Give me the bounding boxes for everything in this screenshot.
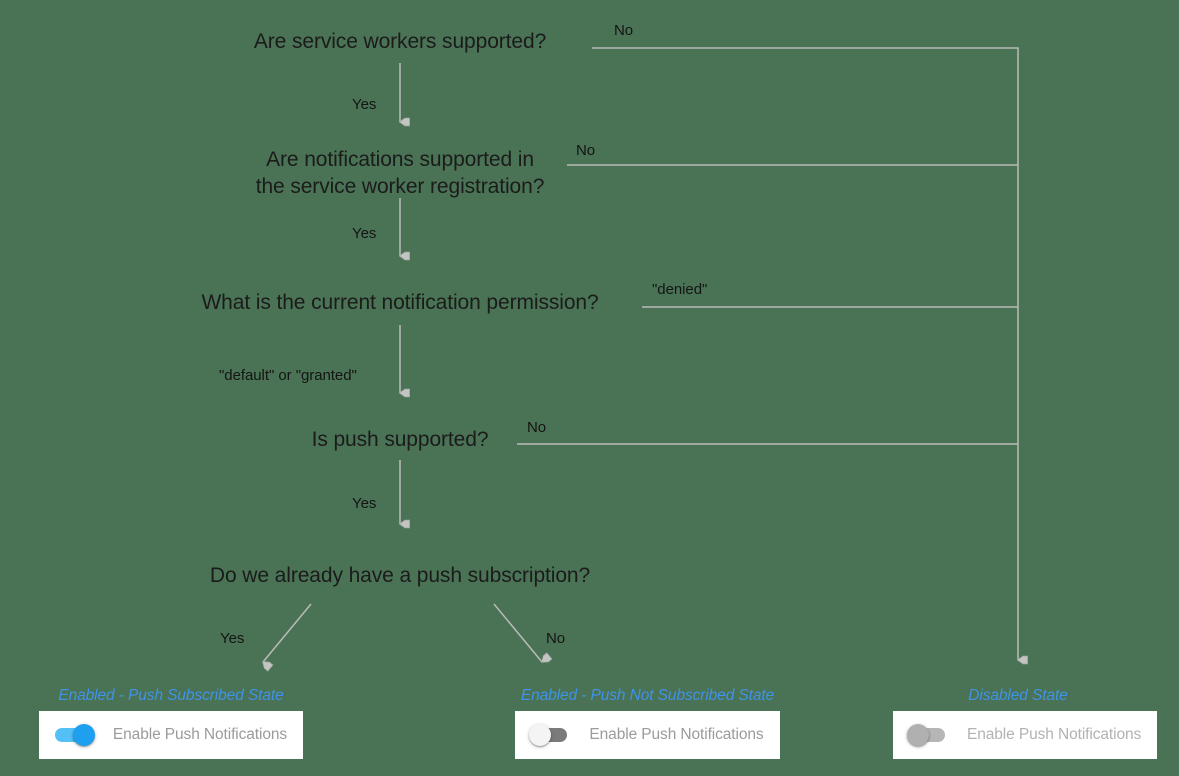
toggle-switch-disabled xyxy=(907,724,953,746)
toggle-label-enabled-subscribed: Enable Push Notifications xyxy=(112,726,288,743)
edge-label-notifications-no: No xyxy=(576,142,596,159)
edge-label-notifications-yes: Yes xyxy=(352,225,377,242)
edge-label-subscription-no: No xyxy=(546,630,566,647)
edge-label-push-supported-yes: Yes xyxy=(352,495,377,512)
toggle-label-disabled: Enable Push Notifications xyxy=(967,726,1142,743)
edge-label-push-supported-no: No xyxy=(527,419,547,436)
edge-label-permission-denied: "denied" xyxy=(652,281,708,298)
toggle-card-enabled-not-subscribed[interactable]: Enable Push Notifications xyxy=(515,711,780,759)
edge-label-service-workers-no: No xyxy=(614,22,634,39)
toggle-thumb xyxy=(72,724,95,746)
edge-label-permission-default-granted: "default" or "granted" xyxy=(219,367,357,384)
question-notifications-supported: Are notifications supported in the servi… xyxy=(255,148,545,198)
state-disabled: Disabled State Enable Push Notifications xyxy=(893,687,1158,759)
toggle-card-enabled-subscribed[interactable]: Enable Push Notifications xyxy=(38,711,304,759)
question-service-workers: Are service workers supported? xyxy=(253,30,547,53)
toggle-card-disabled: Enable Push Notifications xyxy=(893,711,1158,759)
toggle-thumb xyxy=(907,724,929,746)
state-enabled-push-subscribed: Enabled - Push Subscribed State Enable P… xyxy=(38,687,304,759)
edge-label-service-workers-yes: Yes xyxy=(352,96,377,113)
question-notification-permission: What is the current notification permiss… xyxy=(201,291,599,314)
state-title-enabled-subscribed: Enabled - Push Subscribed State xyxy=(58,687,284,704)
question-push-subscription: Do we already have a push subscription? xyxy=(209,564,591,587)
toggle-label-enabled-not-subscribed: Enable Push Notifications xyxy=(589,726,764,743)
toggle-switch-on[interactable] xyxy=(53,724,99,746)
toggle-thumb xyxy=(529,724,552,746)
state-title-disabled: Disabled State xyxy=(968,687,1068,704)
edge-label-subscription-yes: Yes xyxy=(220,630,245,647)
question-push-supported: Is push supported? xyxy=(311,428,489,451)
state-title-enabled-not-subscribed: Enabled - Push Not Subscribed State xyxy=(520,687,775,704)
toggle-switch-off[interactable] xyxy=(529,724,575,746)
state-enabled-push-not-subscribed: Enabled - Push Not Subscribed State Enab… xyxy=(494,687,801,759)
